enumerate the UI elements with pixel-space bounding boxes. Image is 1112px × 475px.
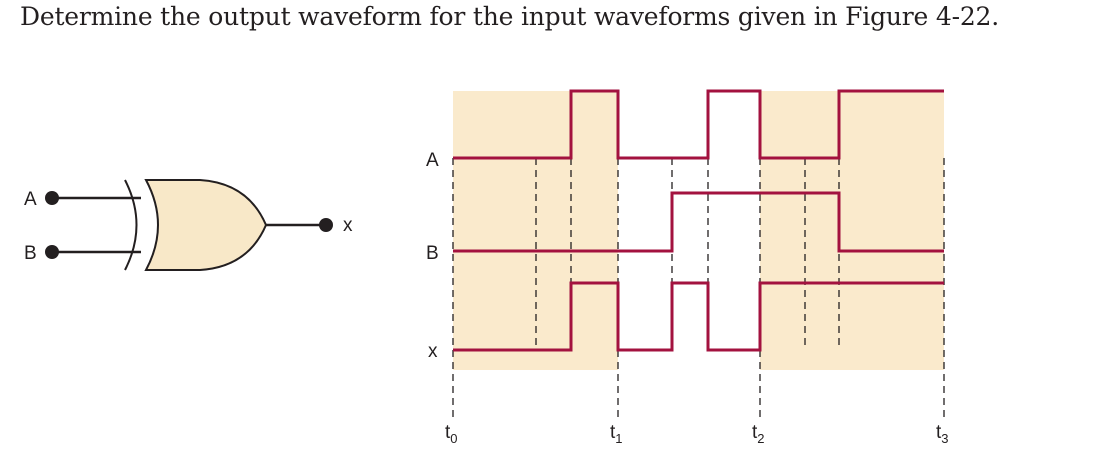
- signal-label-a: A: [426, 150, 439, 171]
- waveform-b: [453, 191, 944, 253]
- timing-guides: [452, 158, 945, 418]
- signal-label-b: B: [426, 243, 439, 264]
- xor-gate-body: [144, 179, 268, 271]
- input-a-terminal: [45, 191, 59, 205]
- shaded-interval-t2-t3: [760, 91, 944, 370]
- gate-input-a-label: A: [24, 189, 37, 210]
- input-b-terminal: [45, 245, 59, 259]
- question-text: Determine the output waveform for the in…: [20, 2, 999, 31]
- time-label-t2: t2: [752, 422, 765, 446]
- gate-output-x-label: x: [343, 215, 353, 236]
- time-label-t3: t3: [936, 422, 949, 446]
- gate-input-b-label: B: [24, 243, 37, 264]
- time-label-t0: t0: [445, 422, 458, 446]
- waveform-a: [453, 89, 944, 160]
- time-label-t1: t1: [610, 422, 623, 446]
- xor-extra-curve: [124, 179, 138, 271]
- signal-label-x: x: [428, 341, 438, 362]
- output-x-terminal: [319, 218, 333, 232]
- waveform-x: [453, 281, 944, 352]
- xor-gate: [45, 179, 333, 271]
